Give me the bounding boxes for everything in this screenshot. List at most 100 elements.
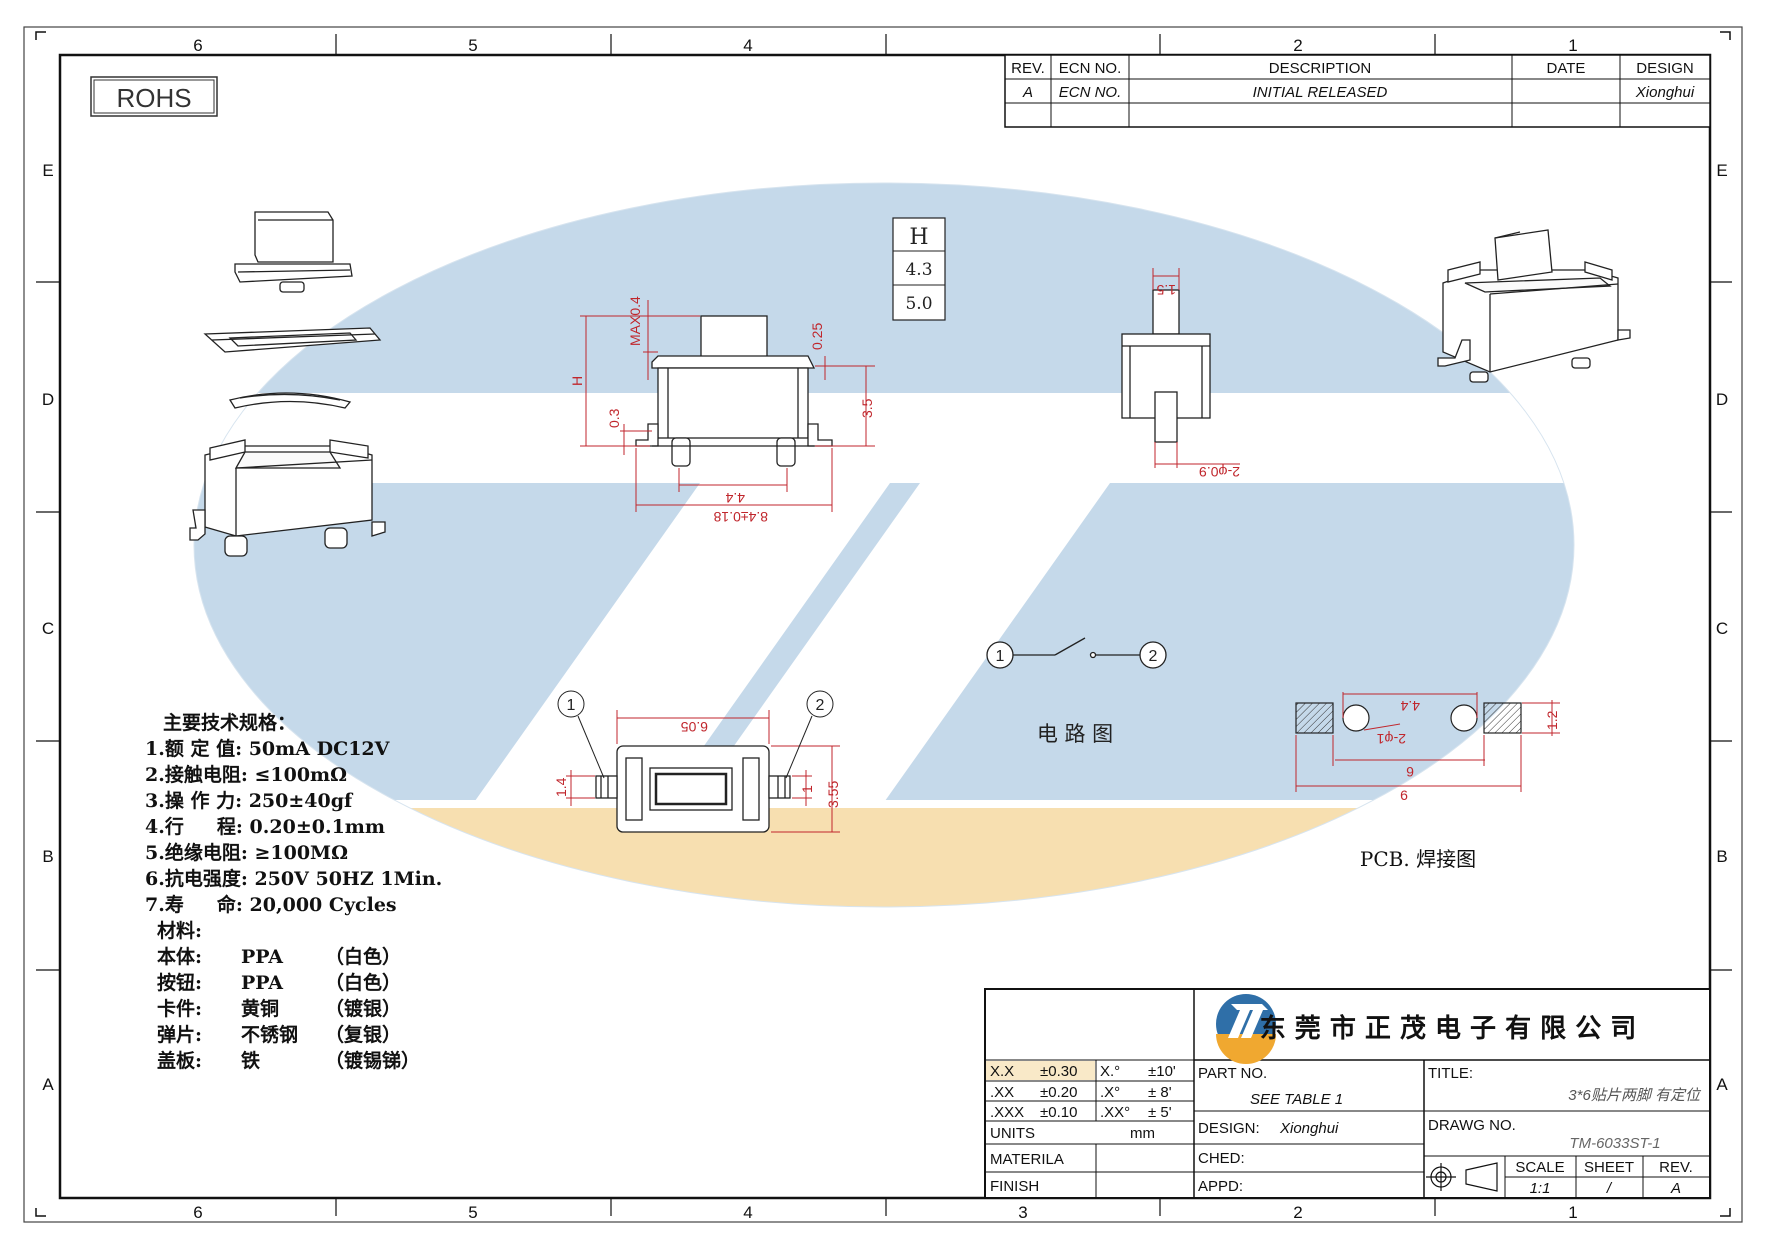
svg-text:ROHS: ROHS [116, 83, 191, 113]
col-label-top: 4 [743, 36, 752, 55]
pcb-label: PCB. 焊接图 [1360, 847, 1476, 871]
row-label-right: B [1716, 847, 1727, 866]
design-header: DESIGN [1636, 60, 1694, 77]
date-header: DATE [1547, 60, 1586, 77]
col-label-bottom: 5 [468, 1203, 477, 1222]
balloons: 1 2 [557, 690, 834, 779]
svg-text:2: 2 [1149, 648, 1158, 665]
dim-355: 3.55 [825, 781, 841, 808]
row-label-right: E [1716, 161, 1727, 180]
tol-a: .XX [990, 1084, 1014, 1101]
material-row: 本体:PPA（白色） [157, 946, 402, 968]
part-no-value: SEE TABLE 1 [1250, 1091, 1343, 1108]
dim-025: 0.25 [809, 323, 825, 350]
pcb-dim-phi1: 2-φ1 [1376, 731, 1406, 747]
col-label-top: 1 [1568, 36, 1577, 55]
svg-text:5.0: 5.0 [905, 294, 932, 314]
pcb-dim-44: 4.4 [1400, 698, 1420, 714]
svg-text:4.3: 4.3 [905, 260, 932, 280]
material-row: 弹片:不锈钢（复银） [157, 1024, 402, 1046]
col-label-top: 5 [468, 36, 477, 55]
row-label-right: C [1716, 619, 1728, 638]
units-value: mm [1130, 1125, 1155, 1142]
svg-text:H: H [909, 225, 928, 250]
materials-title: 材料: [157, 920, 203, 942]
circuit-label: 电 路 图 [1037, 722, 1113, 746]
tol-d: ±10' [1148, 1063, 1176, 1080]
rev-value: A [1022, 84, 1033, 101]
dim-605: 6.05 [681, 719, 708, 735]
row-label-right: D [1716, 390, 1728, 409]
row-label-left: D [42, 390, 54, 409]
dim-03: 0.3 [606, 408, 622, 428]
col-label-bottom: 1 [1568, 1203, 1577, 1222]
dim-35: 3.5 [859, 398, 875, 418]
description-header: DESCRIPTION [1269, 60, 1372, 77]
col-label-top: 6 [193, 36, 202, 55]
pcb-dim-6b: 6 [1400, 787, 1408, 803]
scale-value: 1:1 [1530, 1180, 1551, 1197]
row-label-left: A [42, 1075, 54, 1094]
h-table: H 4.3 5.0 [892, 217, 946, 321]
spec-item: 7.寿 命: 20,000 Cycles [145, 894, 397, 916]
rohs-box: ROHS [90, 76, 218, 117]
col-label-bottom: 4 [743, 1203, 752, 1222]
row-label-left: B [42, 847, 53, 866]
part-no-label: PART NO. [1198, 1065, 1267, 1082]
company-logo [1216, 994, 1276, 1064]
company-name: 东 莞 市 正 茂 电 子 有 限 公 司 [1260, 1013, 1637, 1044]
tol-b: ±0.20 [1040, 1084, 1077, 1101]
material-row: 盖板:铁（镀锡锑） [157, 1050, 421, 1072]
front-view-dimensions [580, 300, 875, 512]
projection-symbol-icon [1426, 1162, 1498, 1192]
material-label: MATERILA [990, 1151, 1064, 1168]
front-view [635, 315, 833, 467]
side-view-dimensions [1152, 268, 1240, 468]
bottom-view [595, 745, 791, 833]
sheet-value: / [1606, 1180, 1613, 1197]
units-label: UNITS [990, 1125, 1035, 1142]
tol-b: ±0.10 [1040, 1104, 1077, 1121]
designer-value: Xionghui [1635, 84, 1695, 101]
rev-value-tb: A [1670, 1180, 1681, 1197]
dim-14: 1.4 [553, 777, 569, 797]
material-row: 卡件:黄铜（镀银） [157, 998, 402, 1020]
tol-a: X.X [990, 1063, 1014, 1080]
pcb-dim-6a: 6 [1406, 764, 1414, 780]
tol-c: X.° [1100, 1063, 1120, 1080]
spec-item: 2.接触电阻: ≤100mΩ [145, 764, 348, 786]
drawg-label: DRAWG NO. [1428, 1117, 1516, 1134]
side-view [1121, 289, 1211, 443]
design-label: DESIGN: [1198, 1120, 1260, 1137]
rev-header: REV. [1011, 60, 1045, 77]
circuit-diagram: 1 2 [986, 637, 1167, 669]
appd-label: APPD: [1198, 1178, 1243, 1195]
pcb-layout [1295, 702, 1522, 734]
tol-d: ± 5' [1148, 1104, 1172, 1121]
revision-table: REV. ECN NO. DESCRIPTION DATE DESIGN A E… [1004, 54, 1711, 128]
dim-44: 4.4 [725, 490, 745, 506]
ecn-header: ECN NO. [1059, 60, 1122, 77]
row-label-left: E [42, 161, 53, 180]
col-label-top: 2 [1293, 36, 1302, 55]
rev-label: REV. [1659, 1159, 1693, 1176]
spec-item: 3.操 作 力: 250±40gf [145, 790, 353, 812]
inner-border [58, 53, 1712, 1200]
dim-1: 1 [799, 785, 815, 793]
col-label-bottom: 6 [193, 1203, 202, 1222]
col-label-bottom: 3 [1018, 1203, 1027, 1222]
svg-text:1: 1 [996, 648, 1005, 665]
outer-border [23, 26, 1743, 1223]
isometric-view [1437, 229, 1631, 383]
ecn-value: ECN NO. [1059, 84, 1122, 101]
tol-d: ± 8' [1148, 1084, 1172, 1101]
design-value: Xionghui [1279, 1120, 1339, 1137]
dim-15: 1.5 [1156, 282, 1176, 298]
dim-h: H [569, 376, 585, 386]
description-value: INITIAL RELEASED [1253, 84, 1388, 101]
row-label-right: A [1716, 1075, 1728, 1094]
spec-notes: 主要技术规格： 1.额 定 值: 50mA DC12V 2.接触电阻: ≤100… [145, 710, 442, 1074]
tol-c: .XX° [1100, 1104, 1130, 1121]
dim-phi09: 2-φ0.9 [1199, 464, 1240, 480]
pcb-dimensions [1295, 692, 1560, 792]
